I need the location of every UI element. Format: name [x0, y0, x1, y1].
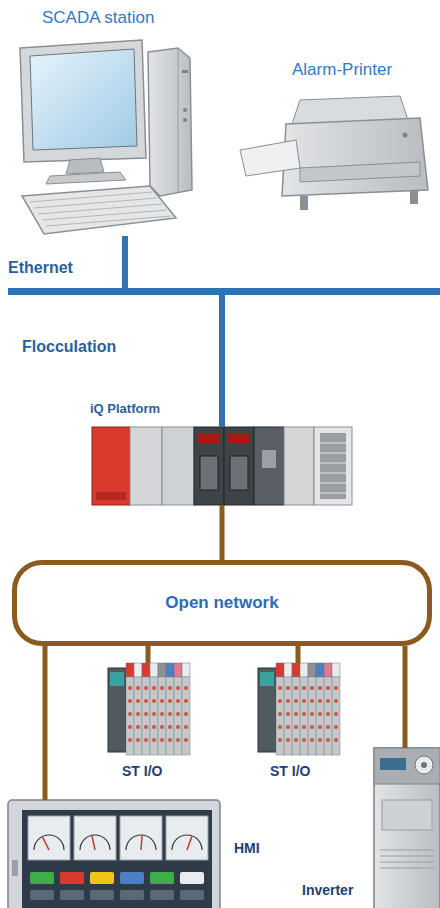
- device-label: ST I/O: [122, 763, 204, 779]
- network-cable: [219, 295, 225, 427]
- device-box: Alarm-Printer: [240, 96, 430, 210]
- device-label: Alarm-Printer: [292, 60, 440, 80]
- hmi-illustration: [8, 800, 220, 908]
- section-label: Flocculation: [22, 338, 116, 356]
- network-cable: [296, 646, 301, 663]
- st-io-illustration: [108, 663, 340, 755]
- device-label: Ethernet: [8, 259, 440, 277]
- device-label: ST I/O: [270, 763, 352, 779]
- device-box: HMI: [8, 800, 220, 908]
- ethernet-bus: Ethernet: [8, 288, 440, 295]
- computer-illustration: [20, 40, 192, 234]
- device-label: iQ Platform: [90, 401, 350, 416]
- network-cable: [403, 646, 408, 748]
- device-label: SCADA station: [42, 8, 224, 28]
- device-box: ST I/O: [108, 663, 190, 755]
- network-cable: [146, 646, 151, 663]
- device-label: HMI: [234, 840, 440, 856]
- device-box: Inverter: [374, 748, 440, 908]
- network-cable: [43, 646, 48, 800]
- device-label: Inverter: [302, 882, 368, 898]
- device-box: ST I/O: [258, 663, 340, 755]
- inverter-illustration: [374, 748, 440, 908]
- printer-illustration: [240, 96, 428, 210]
- network-cable: [122, 236, 128, 288]
- device-box: iQ Platform: [92, 427, 352, 505]
- plc-illustration: [92, 427, 352, 505]
- device-box: SCADA station: [10, 40, 192, 236]
- network-band: Open network: [12, 560, 432, 646]
- network-cable: [220, 505, 225, 560]
- device-label: Open network: [165, 593, 278, 613]
